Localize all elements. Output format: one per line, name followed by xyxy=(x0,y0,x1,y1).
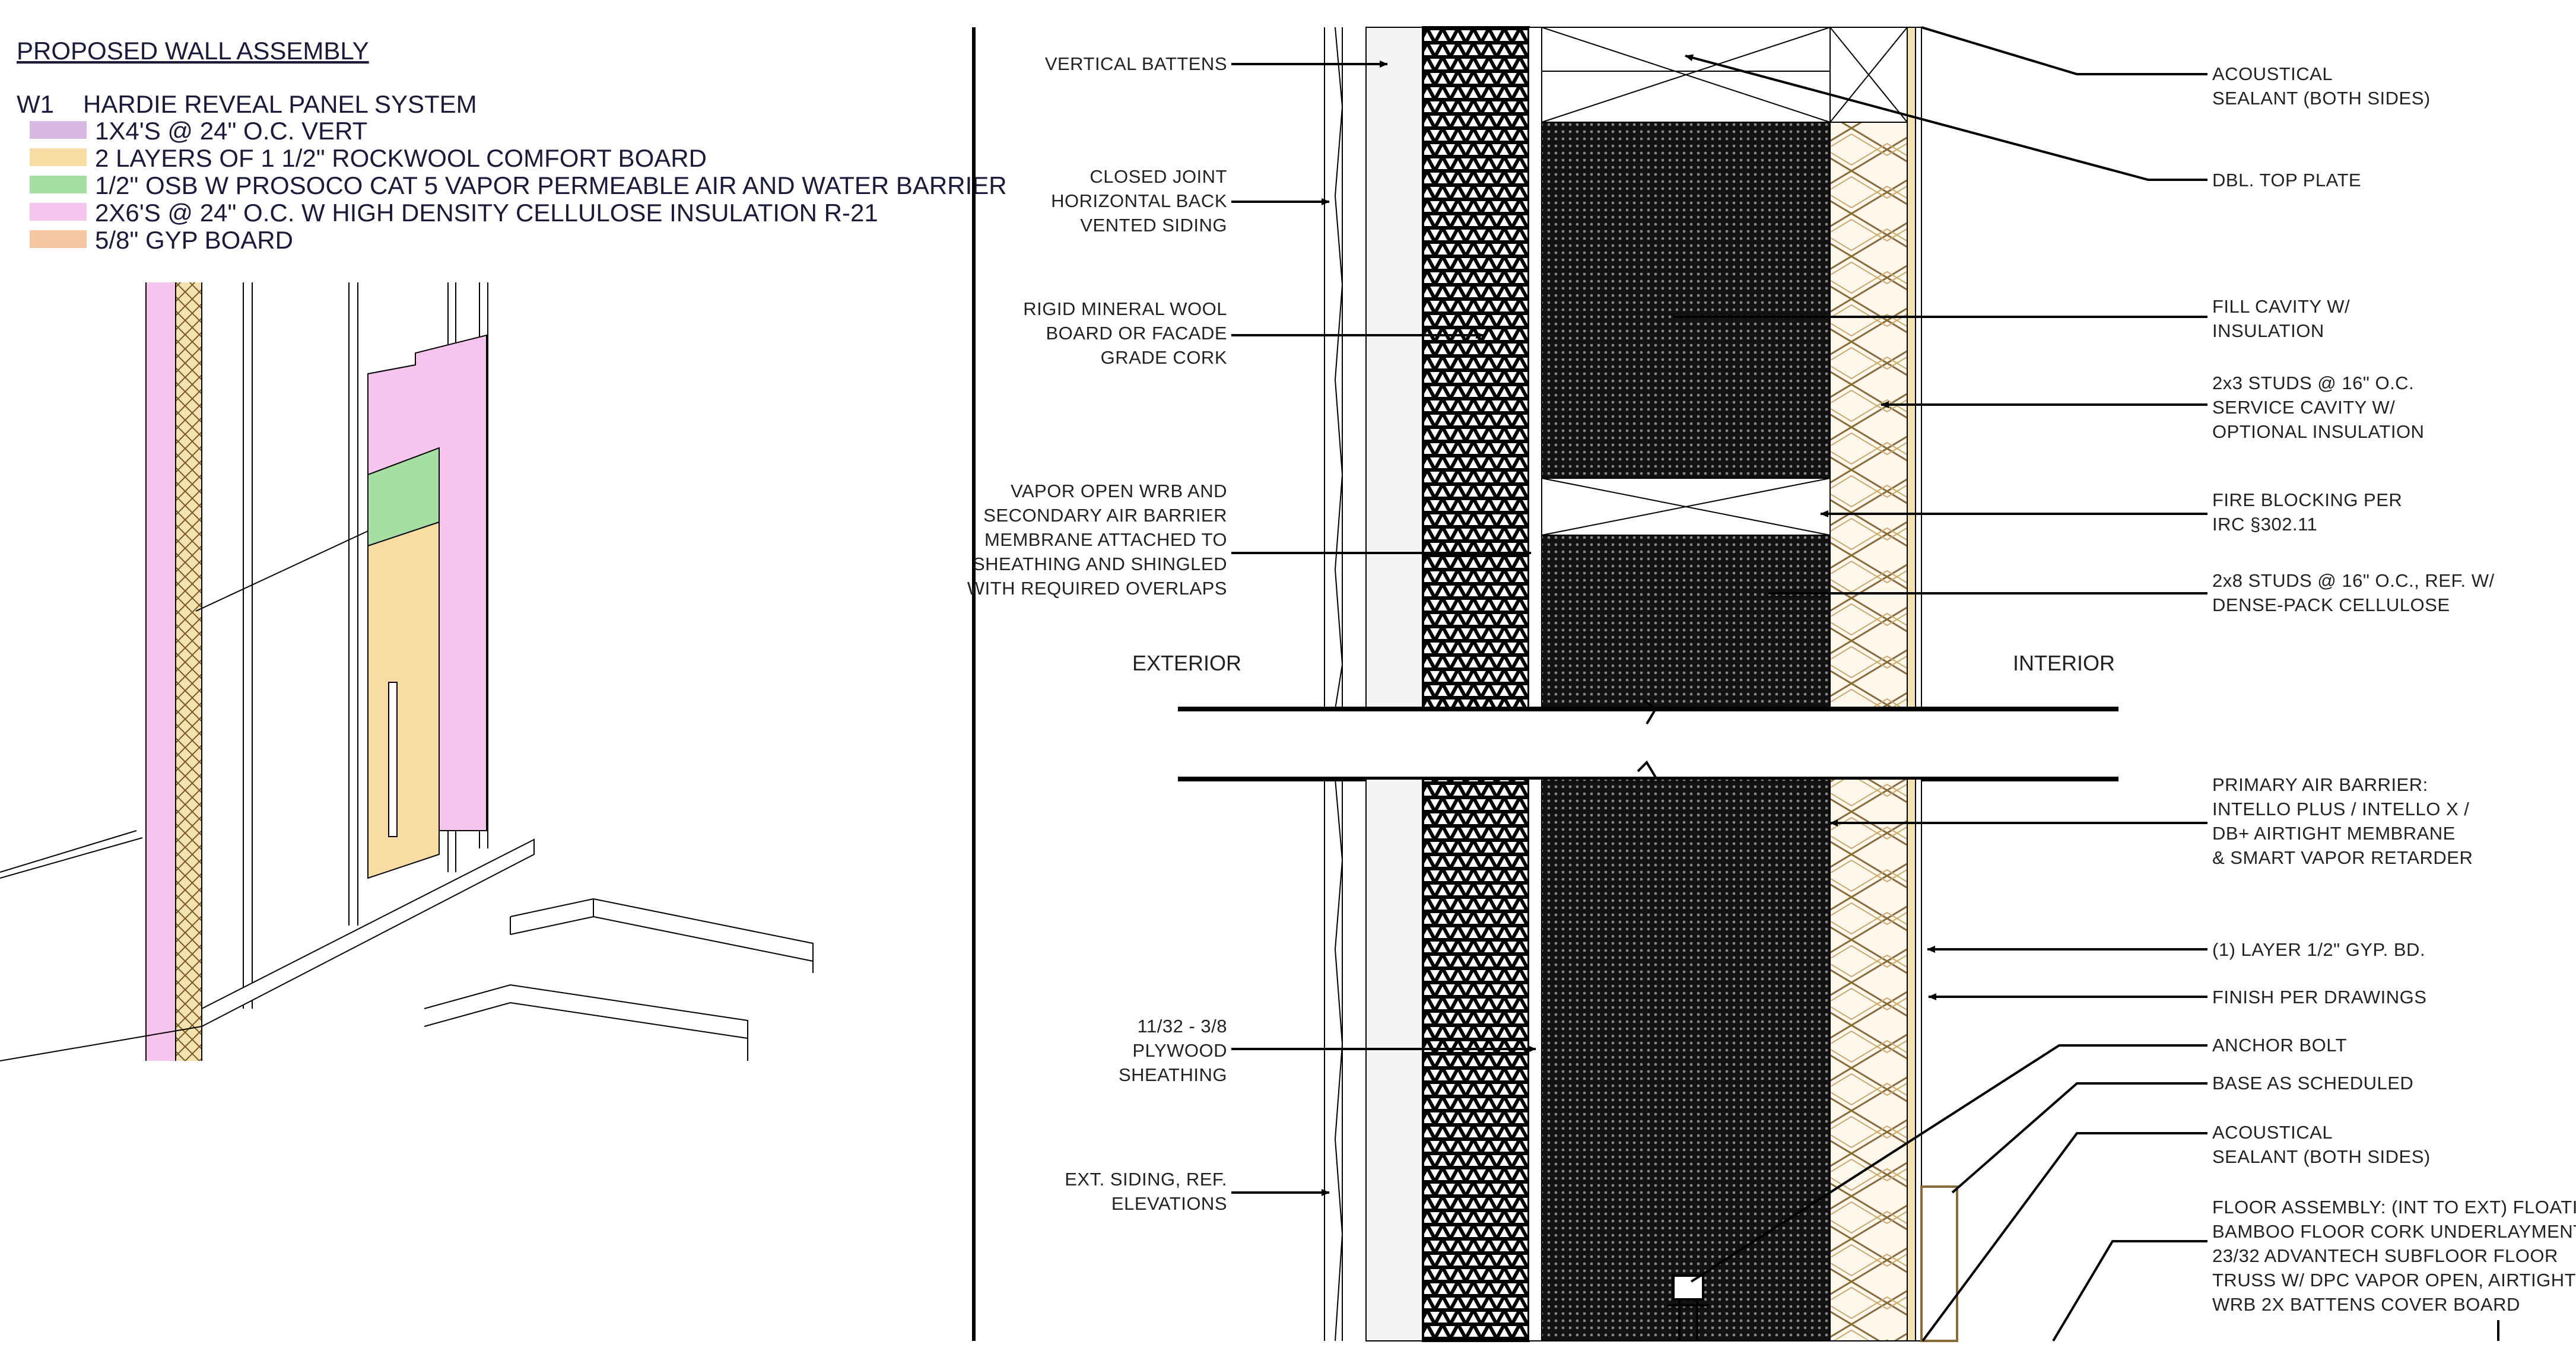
legend-code: W1 xyxy=(17,90,54,118)
callout-ext-siding: EXT. SIDING, REF. ELEVATIONS xyxy=(1065,1169,1330,1214)
callout-text: SEALANT (BOTH SIDES) xyxy=(2212,1146,2431,1167)
callout-text: MEMBRANE ATTACHED TO xyxy=(984,529,1227,550)
callout-text: FIRE BLOCKING PER xyxy=(2212,489,2402,510)
callout-fill-cavity: FILL CAVITY W/ INSULATION xyxy=(1673,296,2350,341)
callout-text: FILL CAVITY W/ xyxy=(2212,296,2350,317)
callout-text: FINISH PER DRAWINGS xyxy=(2212,987,2426,1007)
callout-fire-blocking: FIRE BLOCKING PER IRC §302.11 xyxy=(1820,489,2402,535)
callout-wrb: VAPOR OPEN WRB AND SECONDARY AIR BARRIER… xyxy=(967,481,1532,599)
callout-primary-air-barrier: PRIMARY AIR BARRIER: INTELLO PLUS / INTE… xyxy=(1829,774,2473,868)
callout-mineral-wool: RIGID MINERAL WOOL BOARD OR FACADE GRADE… xyxy=(1023,298,1484,368)
axonometric-wall-view xyxy=(0,282,814,1061)
callout-text: SHEATHING AND SHINGLED xyxy=(973,554,1227,574)
callout-text: SEALANT (BOTH SIDES) xyxy=(2212,88,2431,109)
callout-text: VAPOR OPEN WRB AND xyxy=(1011,481,1227,501)
callout-text: WITH REQUIRED OVERLAPS xyxy=(967,578,1227,599)
callout-text: IRC §302.11 xyxy=(2212,514,2317,535)
callout-text: SHEATHING xyxy=(1119,1064,1227,1085)
callout-text: ELEVATIONS xyxy=(1111,1193,1227,1214)
wall-section: EXTERIOR INTERIOR xyxy=(1132,26,2499,1342)
callout-base: BASE AS SCHEDULED xyxy=(1951,1073,2413,1194)
callout-text: VENTED SIDING xyxy=(1080,215,1227,236)
callout-text: 11/32 - 3/8 xyxy=(1138,1016,1227,1037)
callout-text: HORIZONTAL BACK xyxy=(1051,190,1227,211)
callout-gyp-bd: (1) LAYER 1/2" GYP. BD. xyxy=(1927,939,2425,960)
legend-swatch xyxy=(30,230,87,248)
callout-anchor-bolt: ANCHOR BOLT xyxy=(1690,1035,2347,1283)
callout-2x8-studs: 2x8 STUDS @ 16" O.C., REF. W/ DENSE-PACK… xyxy=(1768,570,2495,615)
legend-item-studs: 2X6'S @ 24" O.C. W HIGH DENSITY CELLULOS… xyxy=(30,199,878,227)
left-callouts: VERTICAL BATTENS CLOSED JOINT HORIZONTAL… xyxy=(967,53,1536,1214)
callout-acoustical-sealant-top: ACOUSTICAL SEALANT (BOTH SIDES) xyxy=(1921,26,2431,109)
callout-text: CLOSED JOINT xyxy=(1090,166,1227,187)
legend-swatch xyxy=(30,203,87,221)
legend-label: 1X4'S @ 24" O.C. VERT xyxy=(95,117,367,145)
callout-text: ACOUSTICAL xyxy=(2212,1122,2333,1143)
legend-system: HARDIE REVEAL PANEL SYSTEM xyxy=(83,90,477,118)
callout-text: VERTICAL BATTENS xyxy=(1045,53,1227,74)
legend-swatch xyxy=(30,148,87,166)
interior-label: INTERIOR xyxy=(2013,651,2115,675)
callout-text: SECONDARY AIR BARRIER xyxy=(983,505,1227,526)
callout-plywood: 11/32 - 3/8 PLYWOOD SHEATHING xyxy=(1119,1016,1536,1085)
legend-label: 2 LAYERS OF 1 1/2" ROCKWOOL COMFORT BOAR… xyxy=(95,144,707,172)
legend-swatch xyxy=(30,121,87,139)
legend-item-rockwool: 2 LAYERS OF 1 1/2" ROCKWOOL COMFORT BOAR… xyxy=(30,144,707,172)
legend: PROPOSED WALL ASSEMBLY W1 HARDIE REVEAL … xyxy=(17,37,1007,254)
callout-finish: FINISH PER DRAWINGS xyxy=(1928,987,2426,1007)
callout-text: ACOUSTICAL xyxy=(2212,63,2333,84)
right-callouts: ACOUSTICAL SEALANT (BOTH SIDES) DBL. TOP… xyxy=(1673,26,2576,1342)
callout-text: SERVICE CAVITY W/ xyxy=(2212,397,2395,418)
callout-text: OPTIONAL INSULATION xyxy=(2212,421,2424,442)
callout-text: GRADE CORK xyxy=(1101,347,1227,368)
legend-label: 5/8" GYP BOARD xyxy=(95,226,293,254)
callout-text: PRIMARY AIR BARRIER: xyxy=(2212,774,2428,795)
callout-text: 2x8 STUDS @ 16" O.C., REF. W/ xyxy=(2212,570,2495,591)
callout-text: 2x3 STUDS @ 16" O.C. xyxy=(2212,373,2414,393)
callout-text: 23/32 ADVANTECH SUBFLOOR FLOOR xyxy=(2212,1245,2558,1266)
callout-text: PLYWOOD xyxy=(1132,1040,1227,1061)
callout-text: INSULATION xyxy=(2212,320,2324,341)
callout-text: WRB 2X BATTENS COVER BOARD xyxy=(2212,1294,2520,1315)
callout-text: BASE AS SCHEDULED xyxy=(2212,1073,2413,1093)
callout-text: DB+ AIRTIGHT MEMBRANE xyxy=(2212,823,2456,844)
callout-text: EXT. SIDING, REF. xyxy=(1065,1169,1227,1190)
callout-text: RIGID MINERAL WOOL xyxy=(1023,298,1227,319)
callout-acoustical-sealant-bottom: ACOUSTICAL SEALANT (BOTH SIDES) xyxy=(1921,1122,2431,1342)
legend-item-battens: 1X4'S @ 24" O.C. VERT xyxy=(30,117,367,145)
legend-item-gyp: 5/8" GYP BOARD xyxy=(30,226,293,254)
exterior-label: EXTERIOR xyxy=(1132,651,1241,675)
callout-floor-assembly: FLOOR ASSEMBLY: (INT TO EXT) FLOATING BA… xyxy=(2052,1197,2576,1342)
callout-2x3-studs: 2x3 STUDS @ 16" O.C. SERVICE CAVITY W/ O… xyxy=(1881,373,2424,442)
legend-swatch xyxy=(30,176,87,193)
callout-text: ANCHOR BOLT xyxy=(2212,1035,2347,1056)
callout-text: INTELLO PLUS / INTELLO X / xyxy=(2212,799,2469,819)
callout-text: DENSE-PACK CELLULOSE xyxy=(2212,595,2450,615)
legend-item-osb: 1/2" OSB W PROSOCO CAT 5 VAPOR PERMEABLE… xyxy=(30,171,1007,199)
callout-siding: CLOSED JOINT HORIZONTAL BACK VENTED SIDI… xyxy=(1051,166,1330,236)
callout-text: BOARD OR FACADE xyxy=(1046,323,1228,344)
callout-text: BAMBOO FLOOR CORK UNDERLAYMENT xyxy=(2212,1221,2576,1242)
callout-vertical-battens: VERTICAL BATTENS xyxy=(1045,53,1388,74)
callout-dbl-top-plate: DBL. TOP PLATE xyxy=(1685,54,2361,190)
legend-label: 2X6'S @ 24" O.C. W HIGH DENSITY CELLULOS… xyxy=(95,199,878,227)
callout-text: & SMART VAPOR RETARDER xyxy=(2212,847,2473,868)
callout-text: TRUSS W/ DPC VAPOR OPEN, AIRTIGHT xyxy=(2212,1270,2576,1290)
legend-title: PROPOSED WALL ASSEMBLY xyxy=(17,37,369,65)
callout-text: (1) LAYER 1/2" GYP. BD. xyxy=(2212,939,2425,960)
legend-label: 1/2" OSB W PROSOCO CAT 5 VAPOR PERMEABLE… xyxy=(95,171,1007,199)
callout-text: FLOOR ASSEMBLY: (INT TO EXT) FLOATING xyxy=(2212,1197,2576,1217)
callout-text: DBL. TOP PLATE xyxy=(2212,170,2361,190)
